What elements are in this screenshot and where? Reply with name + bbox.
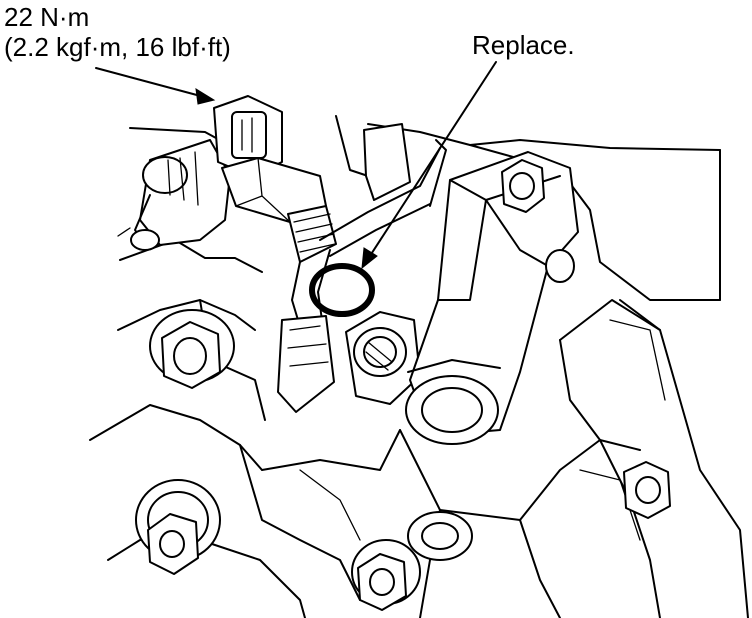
bolt-left — [149, 309, 235, 389]
bolt-right — [623, 461, 671, 519]
bolt-bottom-left — [135, 479, 221, 575]
coolant-temperature-sensor — [213, 95, 337, 263]
threaded-port — [345, 311, 421, 405]
bolt-top-right — [501, 159, 545, 213]
thermostat-housing — [405, 151, 579, 445]
o-ring — [309, 263, 375, 317]
left-fuel-injector — [117, 139, 231, 251]
replace-leader-arrow — [361, 61, 497, 270]
wiring-connector — [277, 249, 335, 413]
torque-alt-units-label: (2.2 kgf·m, 16 lbf·ft) — [4, 32, 231, 62]
torque-value-label: 22 N·m — [4, 2, 90, 32]
bracket — [319, 115, 447, 257]
replace-note-label: Replace. — [472, 30, 575, 60]
bolt-bottom-middle — [351, 539, 421, 611]
torque-leader-arrow — [95, 67, 216, 105]
port-bottom-center — [407, 511, 473, 561]
